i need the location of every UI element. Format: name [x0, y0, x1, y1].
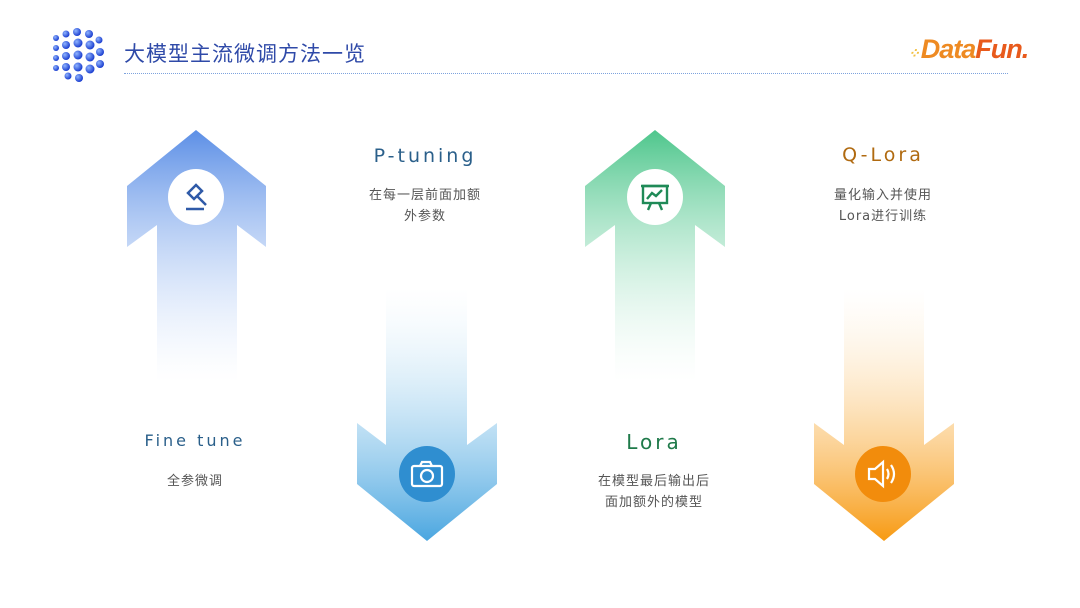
desc-line: 在模型最后输出后 [597, 474, 711, 489]
title-divider [124, 73, 1008, 74]
desc-line: 在每一层前面加额 [368, 188, 482, 203]
gavel-icon [168, 169, 224, 225]
method-name-p-tuning: P-tuning [373, 145, 477, 167]
desc-line: 量化输入并使用 [833, 188, 933, 203]
method-name-fine-tune: Fine tune [144, 431, 246, 450]
speaker-icon [855, 446, 911, 502]
up-arrow-fine-tune [127, 130, 266, 395]
page-title: 大模型主流微调方法一览 [124, 42, 366, 66]
method-desc-lora: 在模型最后输出后面加额外的模型 [598, 471, 710, 513]
up-arrow-lora [585, 130, 725, 395]
method-name-q-lora: Q-Lora [842, 144, 924, 166]
desc-line: Lora进行训练 [838, 209, 928, 224]
method-desc-fine-tune: 全参微调 [166, 474, 224, 489]
cube-logo-icon [48, 24, 108, 84]
camera-icon [399, 446, 455, 502]
method-name-lora: Lora [626, 430, 682, 454]
datafun-logo: ⁘DataFun. [908, 34, 1029, 64]
down-arrow-q-lora [814, 275, 954, 541]
desc-line: 面加额外的模型 [604, 495, 704, 510]
method-desc-p-tuning: 在每一层前面加额外参数 [369, 185, 481, 227]
desc-line: 外参数 [403, 209, 447, 224]
down-arrow-p-tuning [357, 275, 497, 541]
presentation-chart-icon [627, 169, 683, 225]
method-desc-q-lora: 量化输入并使用 Lora进行训练 [834, 185, 932, 227]
